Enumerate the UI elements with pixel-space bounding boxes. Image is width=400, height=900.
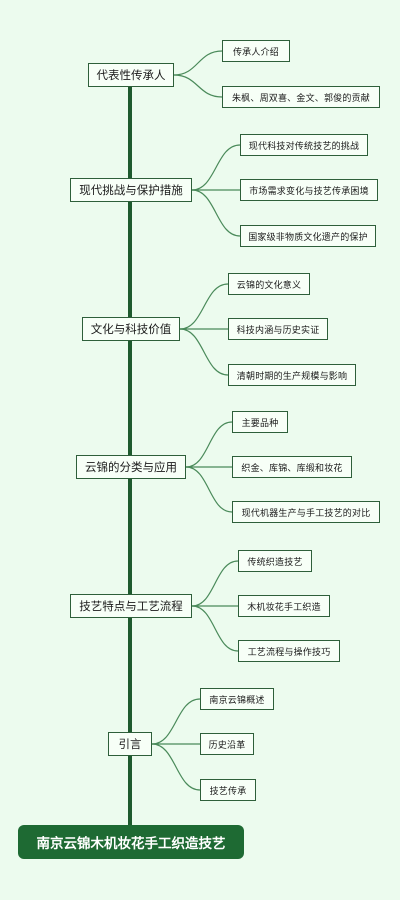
branch-culture-tech-value[interactable]: 文化与科技价值 [82,317,180,341]
connector-2-2 [179,328,229,376]
leaf-machine-vs-hand[interactable]: 现代机器生产与手工技艺的对比 [232,501,380,523]
connector-4-0 [191,560,239,607]
leaf-heritage-protection[interactable]: 国家级非物质文化遗产的保护 [240,225,376,247]
branch-craft-process[interactable]: 技艺特点与工艺流程 [70,594,192,618]
leaf-inheritor-contributions[interactable]: 朱枫、周双喜、金文、郭俊的贡献 [222,86,380,108]
leaf-cultural-meaning[interactable]: 云锦的文化意义 [228,273,310,295]
connector-0-1 [173,74,223,98]
leaf-traditional-weaving[interactable]: 传统织造技艺 [238,550,312,572]
connector-4-2 [191,605,239,652]
leaf-brocade-types[interactable]: 织金、库锦、库缎和妆花 [232,456,352,478]
connector-2-0 [179,283,229,330]
leaf-inheritor-intro[interactable]: 传承人介绍 [222,40,290,62]
leaf-main-varieties[interactable]: 主要品种 [232,411,288,433]
branch-modern-challenges[interactable]: 现代挑战与保护措施 [70,178,192,202]
leaf-market-change[interactable]: 市场需求变化与技艺传承困境 [240,179,378,201]
branch-introduction[interactable]: 引言 [108,732,152,756]
leaf-process-skills[interactable]: 工艺流程与操作技巧 [238,640,340,662]
leaf-tech-challenge[interactable]: 现代科技对传统技艺的挑战 [240,134,368,156]
branch-classification[interactable]: 云锦的分类与应用 [76,455,186,479]
connector-3-0 [185,421,233,468]
root-node[interactable]: 南京云锦木机妆花手工织造技艺 [18,825,244,859]
leaf-inheritance[interactable]: 技艺传承 [200,779,256,801]
leaf-history[interactable]: 历史沿革 [200,733,254,755]
branch-representative-inheritors[interactable]: 代表性传承人 [88,63,174,87]
leaf-wooden-loom[interactable]: 木机妆花手工织造 [238,595,330,617]
leaf-qing-production[interactable]: 清朝时期的生产规模与影响 [228,364,356,386]
connector-0-0 [173,50,223,76]
leaf-overview[interactable]: 南京云锦概述 [200,688,274,710]
connector-1-0 [191,144,241,191]
leaf-tech-history[interactable]: 科技内涵与历史实证 [228,318,328,340]
connector-3-2 [185,466,233,513]
connector-5-0 [151,698,201,745]
connector-1-2 [191,189,241,237]
connector-5-2 [151,743,201,791]
